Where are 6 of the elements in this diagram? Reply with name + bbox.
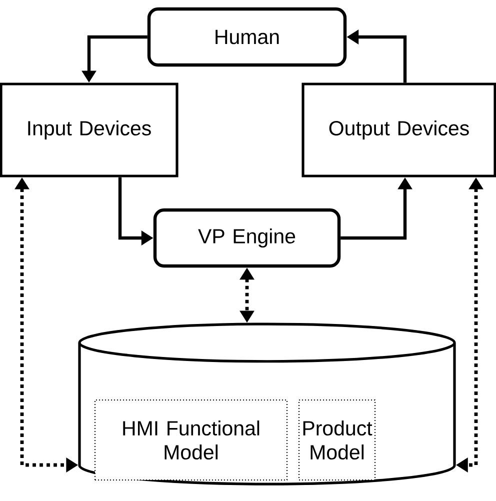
process-box: Output Devices <box>302 82 496 178</box>
process-box: Input Devices <box>0 82 178 178</box>
rounded-box: Human <box>147 7 347 67</box>
dotted-box: HMI Functional Model <box>94 400 288 480</box>
rounded-box: VP Engine <box>153 208 341 268</box>
dotted-box: Product Model <box>298 400 376 480</box>
